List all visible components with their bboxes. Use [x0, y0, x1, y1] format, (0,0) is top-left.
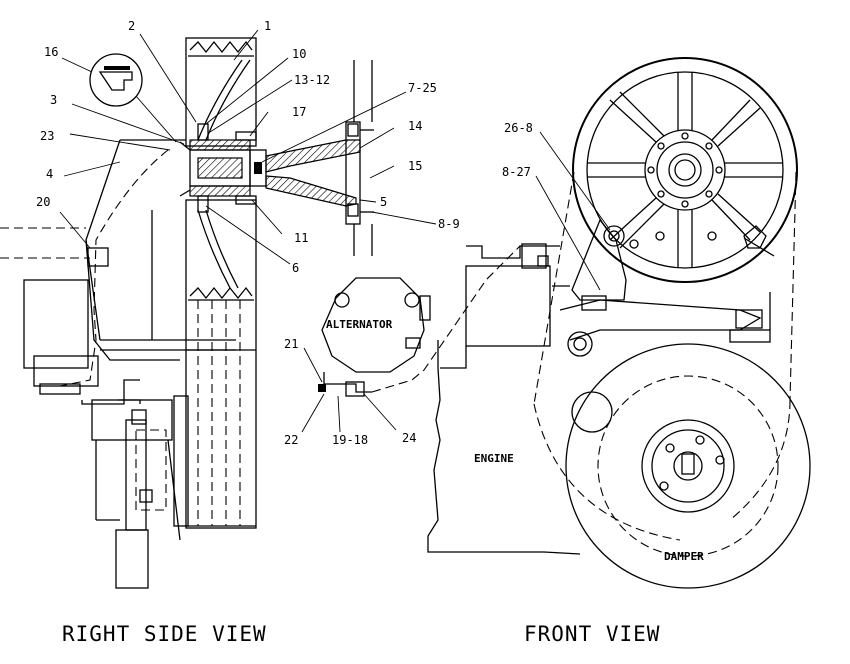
callout-26-8: 26-8 [504, 121, 533, 135]
callout-1: 1 [264, 19, 271, 33]
callout-13-12: 13-12 [294, 73, 330, 87]
right-side-view-title: RIGHT SIDE VIEW [62, 622, 267, 646]
callout-14: 14 [408, 119, 422, 133]
callout-11: 11 [294, 231, 308, 245]
front-view-title: FRONT VIEW [524, 622, 660, 646]
callout-leaders-front [535, 131, 611, 291]
callout-2: 2 [128, 19, 135, 33]
front-view: ENGINE [427, 57, 811, 646]
fan-bracket [265, 121, 374, 225]
callout-leaders-side [59, 29, 437, 265]
oil-line [59, 149, 169, 387]
engine-front-plate [353, 60, 373, 256]
damper-label: DAMPER [664, 550, 704, 563]
crank-pulley-side [91, 395, 189, 589]
damper-front: DAMPER [565, 343, 811, 589]
callout-22: 22 [284, 433, 298, 447]
callout-7-25: 7-25 [408, 81, 437, 95]
fan-pulley-side [185, 37, 257, 529]
engine-outline: ENGINE [427, 243, 581, 555]
idler-bracket [552, 218, 775, 433]
right-side-view: 1 2 10 13-12 17 7-25 14 15 16 3 23 4 20 … [0, 19, 460, 646]
engine-label: ENGINE [474, 452, 514, 465]
callout-19-18: 19-18 [332, 433, 368, 447]
callout-5: 5 [380, 195, 387, 209]
drive-belt [533, 171, 797, 541]
alternator-assembly: ALTERNATOR 21 22 19-18 24 [284, 245, 521, 447]
callout-8-27: 8-27 [502, 165, 531, 179]
fan-pulley-front [572, 57, 798, 283]
callout-17: 17 [292, 105, 306, 119]
callout-24: 24 [402, 431, 416, 445]
callout-20: 20 [36, 195, 50, 209]
callout-16: 16 [44, 45, 58, 59]
callout-6: 6 [292, 261, 299, 275]
timing-housing [0, 139, 236, 405]
callout-4: 4 [46, 167, 53, 181]
callout-numbers-side: 1 2 10 13-12 17 7-25 14 15 16 3 23 4 20 … [36, 19, 460, 275]
callout-3: 3 [50, 93, 57, 107]
alternator-label: ALTERNATOR [326, 318, 393, 331]
callout-21: 21 [284, 337, 298, 351]
callout-15: 15 [408, 159, 422, 173]
callout-23: 23 [40, 129, 54, 143]
callout-8-9: 8-9 [438, 217, 460, 231]
hub-cross-section [179, 123, 267, 213]
callout-10: 10 [292, 47, 306, 61]
